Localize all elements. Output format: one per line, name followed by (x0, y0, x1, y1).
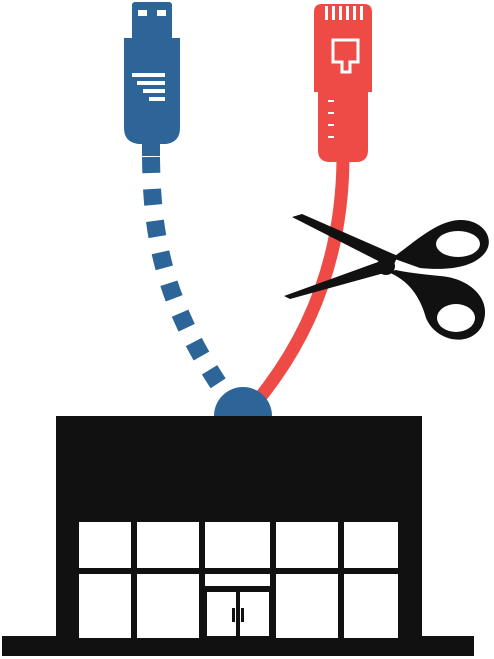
usb-dashed-cable (142, 156, 236, 404)
storefront-door (203, 586, 274, 638)
ethernet-plug-icon (314, 4, 372, 162)
usb-plug-icon (124, 2, 180, 156)
scissors-icon (284, 214, 489, 340)
connection-node-icon (214, 387, 272, 416)
storefront-building-icon (2, 416, 474, 656)
